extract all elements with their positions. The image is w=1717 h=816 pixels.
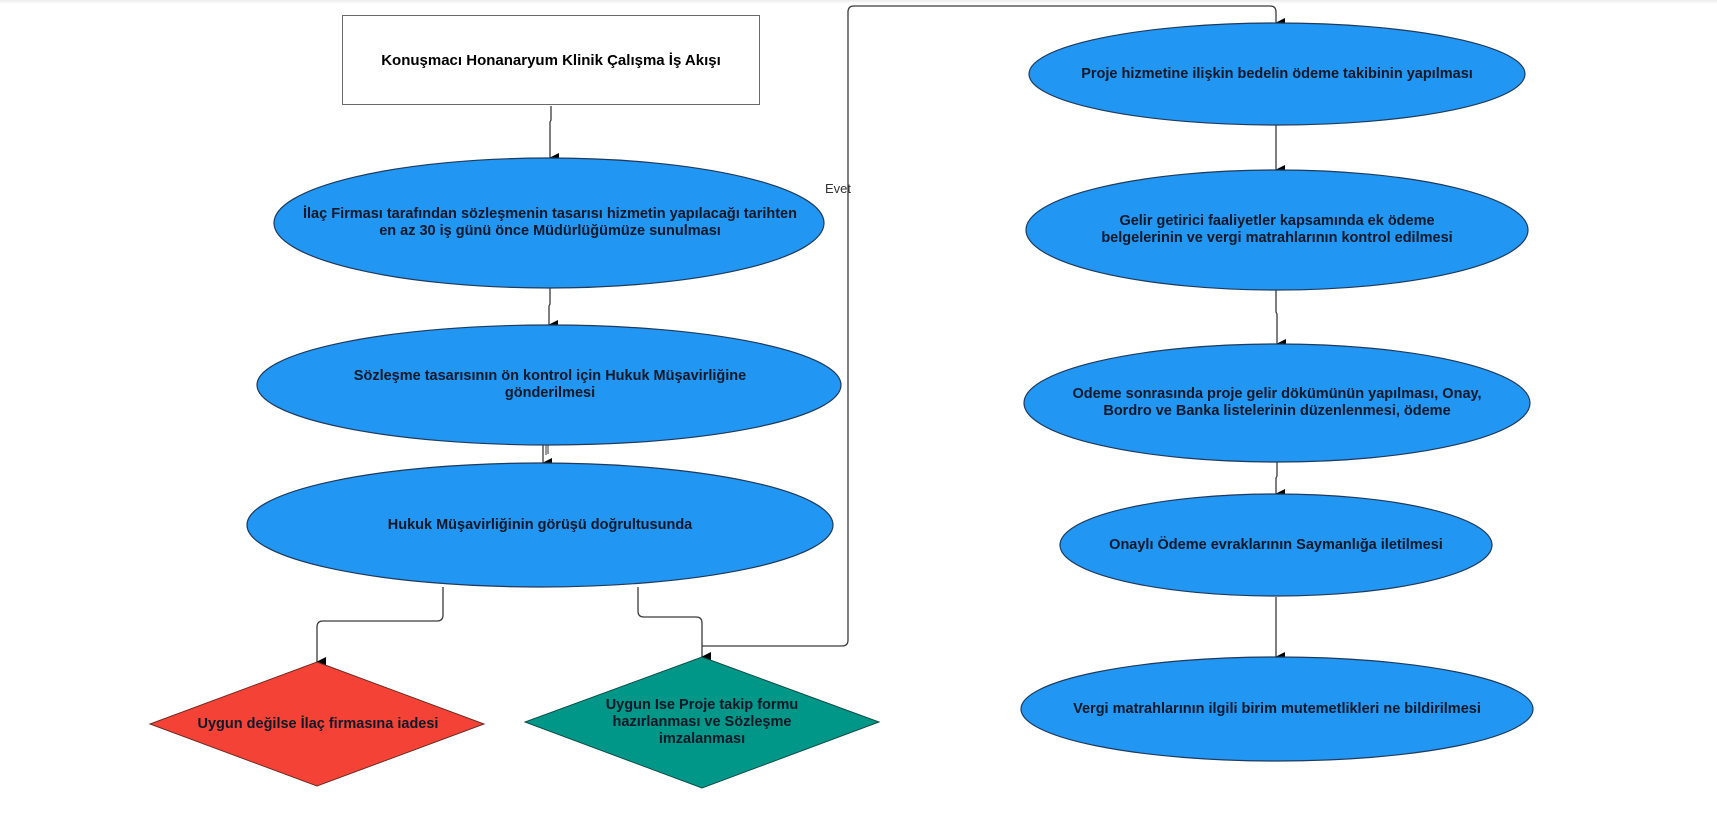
node-step1-label: İlaç Firması tarafından sözleşmenin tasa… xyxy=(303,206,797,239)
node-reject-label: Uygun değilse İlaç firmasına iadesi xyxy=(197,715,439,732)
node-step2-shape[interactable] xyxy=(256,324,842,446)
edge-step3-to-reject xyxy=(316,587,444,667)
edge-title-to-step1 xyxy=(549,106,559,163)
node-approve-shape[interactable] xyxy=(523,656,881,789)
edge-step2-to-step3-artifact xyxy=(545,445,549,455)
node-step4-label: Proje hizmetine ilişkin bedelin ödeme ta… xyxy=(1081,65,1473,82)
edge-step1-to-step2 xyxy=(548,288,558,330)
edge-step3-to-approve xyxy=(637,587,711,662)
node-step3-label: Hukuk Müşavirliğinin görüşü doğrultusund… xyxy=(387,516,693,533)
node-step5-label: Gelir getirici faaliyetler kapsamında ek… xyxy=(1101,213,1453,246)
node-step6-label: Odeme sonrasında proje gelir dökümünün y… xyxy=(1072,386,1482,419)
node-step8-shape[interactable] xyxy=(1020,656,1534,762)
node-approve-label: Uygun Ise Proje takip formu hazırlanması… xyxy=(605,696,799,747)
node-step6-shape[interactable] xyxy=(1023,343,1531,463)
node-step4-shape[interactable] xyxy=(1028,22,1526,126)
node-step2-label: Sözleşme tasarısının ön kontrol için Huk… xyxy=(353,368,747,401)
node-reject-shape[interactable] xyxy=(148,661,486,787)
node-step1-shape[interactable] xyxy=(273,157,825,289)
diagram-title: Konuşmacı Honanaryum Klinik Çalışma İş A… xyxy=(381,51,721,69)
node-step5-shape[interactable] xyxy=(1025,169,1529,291)
node-step3-shape[interactable] xyxy=(246,462,834,588)
title-node[interactable]: Konuşmacı Honanaryum Klinik Çalışma İş A… xyxy=(342,15,760,105)
top-edge-shadow xyxy=(0,0,1717,4)
node-step7-shape[interactable] xyxy=(1059,493,1493,597)
edge-step5-to-step6 xyxy=(1275,290,1286,349)
node-step7-label: Onaylı Ödeme evraklarının Saymanlığa ile… xyxy=(1109,536,1443,553)
edge-step6-to-step7 xyxy=(1275,462,1285,499)
node-step8-label: Vergi matrahlarının ilgili birim mutemet… xyxy=(1073,700,1481,717)
edge-approve-to-step4 xyxy=(702,5,1285,647)
edge-label-yes: Evet xyxy=(825,181,852,196)
